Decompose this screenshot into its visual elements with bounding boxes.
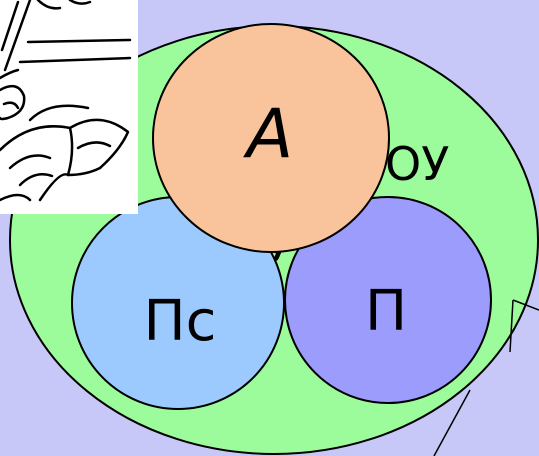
label-a: А	[243, 95, 294, 174]
circle-p	[284, 196, 492, 404]
label-pc: Пс	[144, 289, 217, 354]
person-writing-book-icon	[0, 0, 138, 214]
circle-a	[152, 23, 390, 253]
label-ou: ОУ	[385, 137, 449, 191]
label-p: П	[365, 279, 407, 344]
decorative-line	[433, 299, 539, 456]
